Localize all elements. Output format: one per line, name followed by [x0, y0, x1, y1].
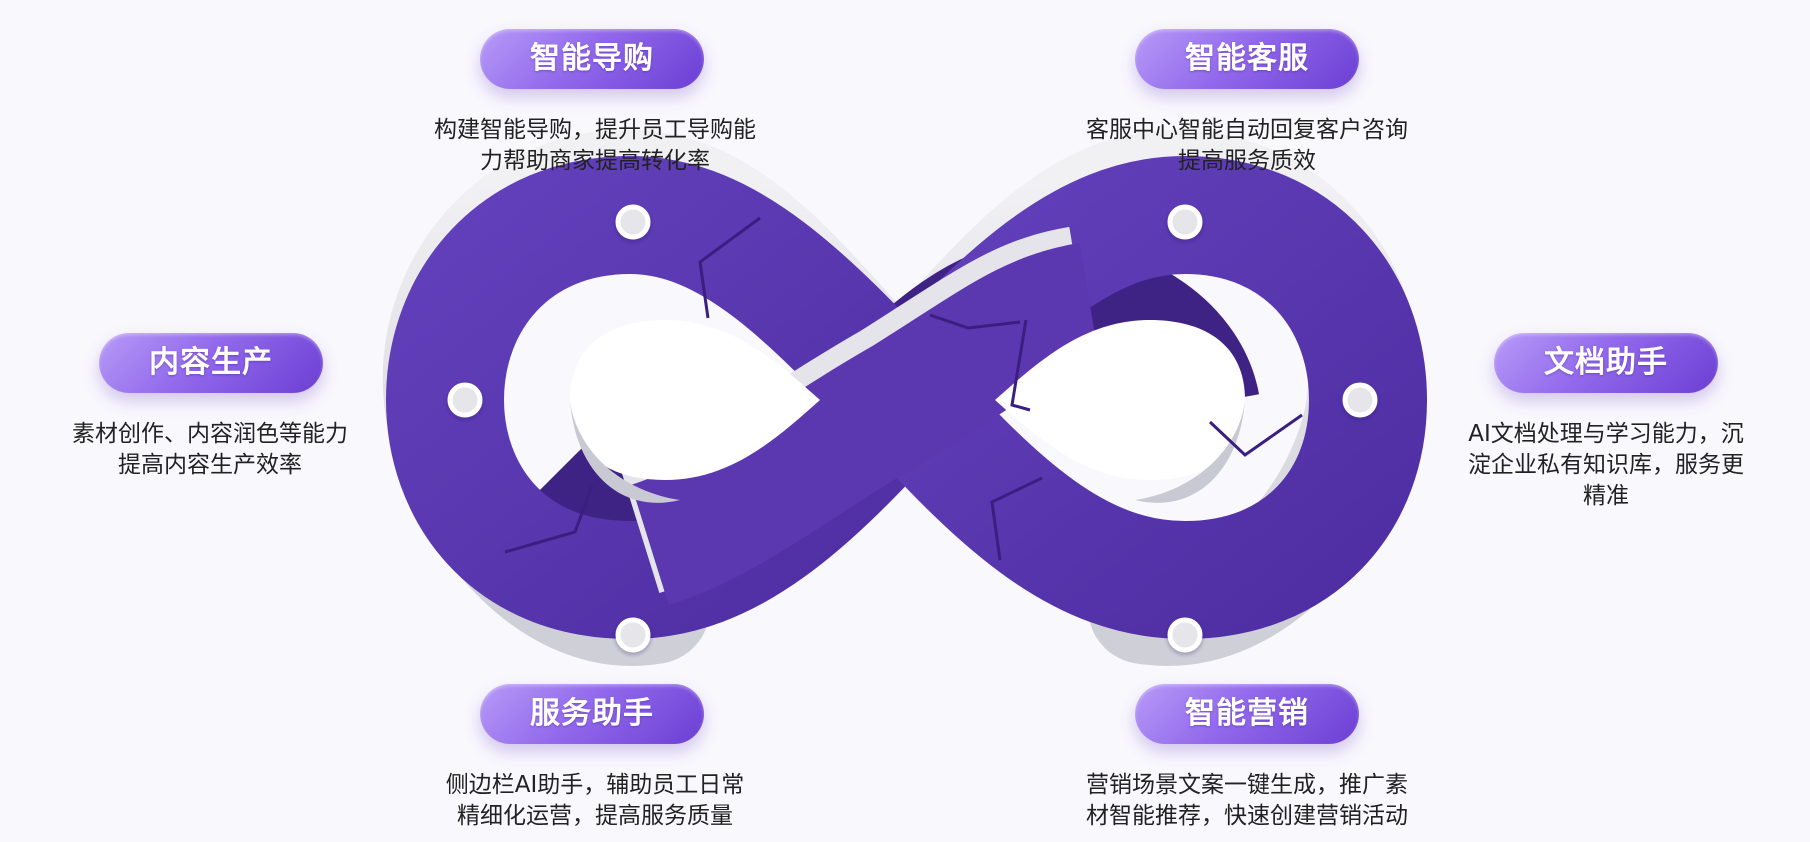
desc-line: 材智能推荐，快速创建营销活动	[1086, 803, 1408, 829]
desc-line: 客服中心智能自动回复客户咨询	[1086, 117, 1408, 143]
desc-service-assistant: 侧边栏AI助手，辅助员工日常 精细化运营，提高服务质量	[380, 770, 810, 832]
pill-service-assistant: 服务助手	[480, 684, 704, 744]
connector-dots	[447, 204, 1378, 653]
pill-document-assistant: 文档助手	[1494, 333, 1718, 393]
desc-smart-customer-service: 客服中心智能自动回复客户咨询 提高服务质效	[1032, 115, 1462, 177]
segment-dividers	[504, 216, 1303, 561]
desc-line: 力帮助商家提高转化率	[480, 148, 710, 174]
connector-dot-top-right	[1167, 204, 1203, 240]
pill-content-production: 内容生产	[99, 333, 323, 393]
desc-smart-marketing: 营销场景文案一键生成，推广素 材智能推荐，快速创建营销活动	[1032, 770, 1462, 832]
desc-line: 提高服务质效	[1178, 148, 1316, 174]
desc-line: 营销场景文案一键生成，推广素	[1086, 772, 1408, 798]
desc-content-production: 素材创作、内容润色等能力 提高内容生产效率	[20, 419, 400, 481]
connector-dot-bottom-right	[1167, 617, 1203, 653]
desc-line: 淀企业私有知识库，服务更	[1468, 452, 1744, 478]
desc-line: 侧边栏AI助手，辅助员工日常	[445, 772, 745, 798]
desc-smart-shopping-guide: 构建智能导购，提升员工导购能 力帮助商家提高转化率	[380, 115, 810, 177]
desc-line: 提高内容生产效率	[118, 452, 302, 478]
desc-line: 构建智能导购，提升员工导购能	[434, 117, 756, 143]
connector-dot-left	[447, 382, 483, 418]
connector-dot-right	[1342, 382, 1378, 418]
connector-dot-top-left	[615, 204, 651, 240]
connector-dot-bottom-left	[615, 617, 651, 653]
desc-line: 精细化运营，提高服务质量	[457, 803, 733, 829]
desc-document-assistant: AI文档处理与学习能力，沉 淀企业私有知识库，服务更 精准	[1430, 419, 1782, 512]
desc-line: 精准	[1583, 483, 1629, 509]
pill-smart-marketing: 智能营销	[1135, 684, 1359, 744]
pill-smart-customer-service: 智能客服	[1135, 29, 1359, 89]
ribbon-holes	[570, 320, 1245, 503]
pill-smart-shopping-guide: 智能导购	[480, 29, 704, 89]
desc-line: AI文档处理与学习能力，沉	[1468, 421, 1744, 447]
desc-line: 素材创作、内容润色等能力	[72, 421, 348, 447]
